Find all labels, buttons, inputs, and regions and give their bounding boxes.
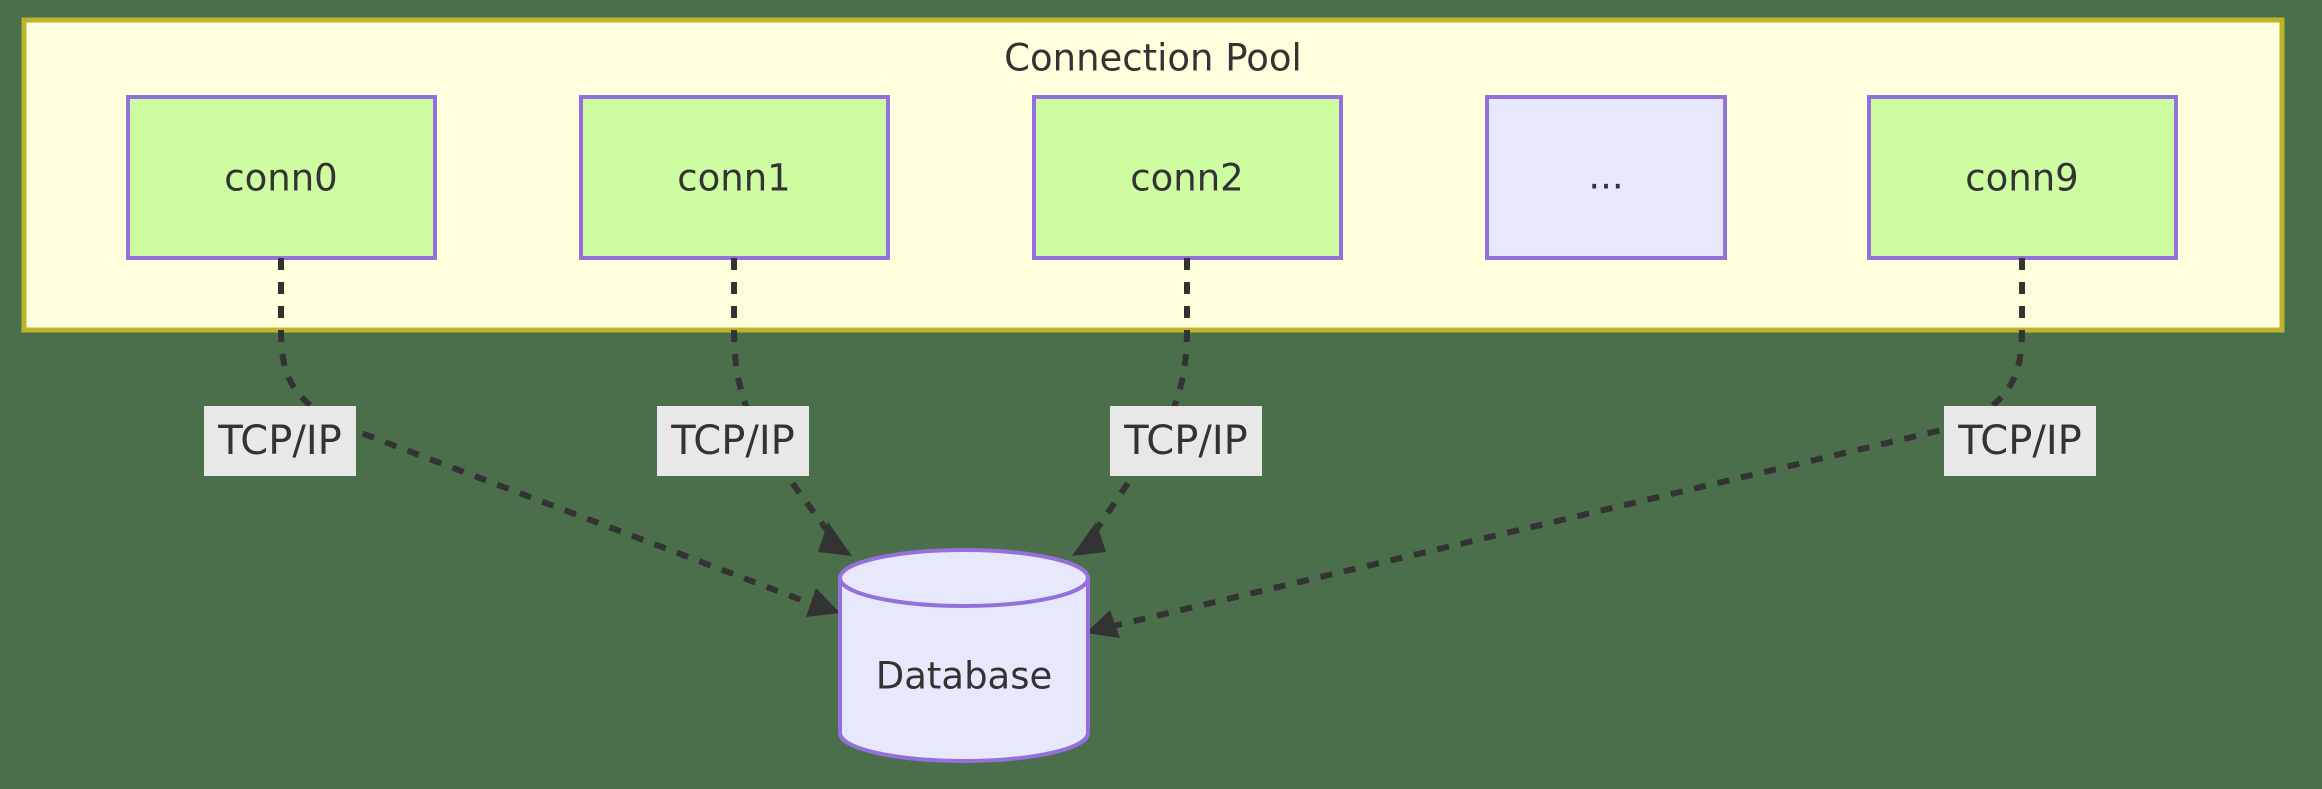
edge-label-conn1-text: TCP/IP: [670, 418, 795, 464]
edge-label-conn1: TCP/IP: [657, 406, 809, 476]
edge-conn2-arrowhead: [1072, 522, 1106, 556]
edge-label-conn0: TCP/IP: [204, 406, 356, 476]
edge-label-conn0-text: TCP/IP: [217, 418, 342, 464]
edge-conn9-arrowhead: [1086, 610, 1120, 638]
database-label: Database: [876, 655, 1053, 698]
edge-label-conn1-bg: [657, 406, 809, 476]
node-conn0[interactable]: conn0: [126, 95, 437, 260]
conn0-box[interactable]: [126, 95, 437, 260]
edge-label-conn2: TCP/IP: [1110, 406, 1262, 476]
conn1-label: conn1: [677, 157, 790, 200]
ellipsis-label: ...: [1588, 155, 1623, 198]
edge-label-conn9-bg: [1944, 406, 2096, 476]
database-cylinder-body[interactable]: [838, 576, 1090, 763]
edge-label-conn2-bg: [1110, 406, 1262, 476]
edge-label-conn0-bg: [204, 406, 356, 476]
node-database[interactable]: Database: [838, 548, 1090, 763]
node-conn1[interactable]: conn1: [579, 95, 890, 260]
node-ellipsis[interactable]: ...: [1485, 95, 1727, 260]
edge-conn0-database: [278, 258, 840, 617]
conn1-box[interactable]: [579, 95, 890, 260]
conn0-label: conn0: [224, 157, 337, 200]
edge-conn9-database: [1086, 258, 2025, 638]
edge-label-conn9: TCP/IP: [1944, 406, 2096, 476]
edge-conn1-arrowhead: [818, 522, 852, 556]
connection-pool-title: Connection Pool: [1004, 37, 1302, 80]
database-cylinder-top[interactable]: [838, 548, 1090, 608]
edge-conn0-path: [278, 258, 822, 610]
conn9-label: conn9: [1965, 157, 2078, 200]
edge-conn9-path: [1104, 258, 2025, 631]
edge-label-conn9-text: TCP/IP: [1957, 418, 2082, 464]
ellipsis-box[interactable]: [1485, 95, 1727, 260]
node-conn2[interactable]: conn2: [1032, 95, 1343, 260]
conn2-label: conn2: [1130, 157, 1243, 200]
node-conn9[interactable]: conn9: [1867, 95, 2178, 260]
edge-label-conn2-text: TCP/IP: [1123, 418, 1248, 464]
edge-conn0-arrowhead: [806, 588, 840, 617]
